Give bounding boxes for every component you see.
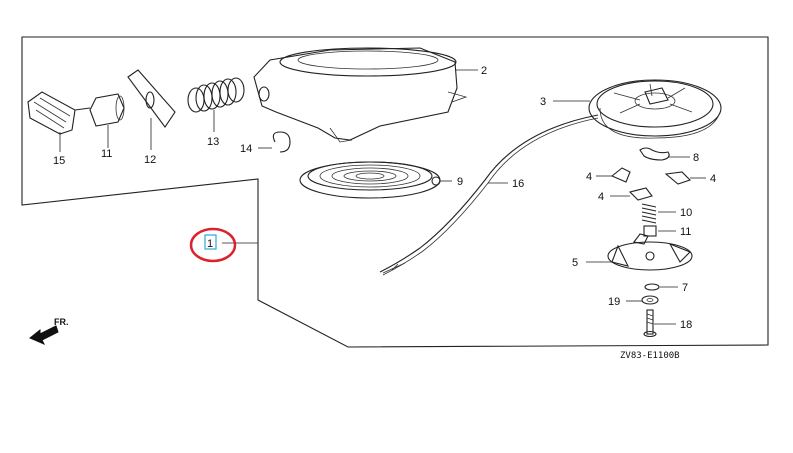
callout-1-highlight[interactable]: 1 <box>189 227 237 263</box>
callout-13: 13 <box>207 136 219 148</box>
front-direction-indicator: FR. <box>29 317 69 345</box>
callout-9: 9 <box>457 176 463 188</box>
callout-4-lower: 4 <box>598 191 604 203</box>
handle-plate <box>127 69 176 128</box>
callout-15: 15 <box>53 155 65 167</box>
callout-18: 18 <box>680 319 692 331</box>
friction-spring <box>641 203 657 224</box>
spring-collar <box>643 225 657 237</box>
callout-8: 8 <box>693 152 699 164</box>
starter-handle <box>27 91 91 135</box>
callout-4-right: 4 <box>710 173 716 185</box>
drawing-code: ZV83-E1100B <box>620 351 680 361</box>
nut <box>641 295 659 305</box>
starter-cover <box>253 47 468 143</box>
ratchet-spring <box>639 147 670 161</box>
coil-spring <box>187 77 245 113</box>
ratchet-right <box>664 171 692 185</box>
callout-12: 12 <box>144 154 156 166</box>
callout-16: 16 <box>512 178 524 190</box>
bolt <box>643 309 657 338</box>
callout-10: 11 <box>680 226 691 238</box>
ratchet-left <box>610 167 631 183</box>
callout-1: 1 <box>207 238 213 250</box>
direction-label: FR. <box>54 317 69 327</box>
arrow-icon <box>29 325 59 345</box>
starter-pulley <box>588 79 722 139</box>
recoil-spring <box>299 161 441 199</box>
setting-clip <box>272 131 291 153</box>
highlight-box <box>204 234 217 250</box>
handle-grip <box>89 93 125 127</box>
friction-plate <box>607 233 693 271</box>
washer <box>644 283 660 291</box>
callout-3: 3 <box>540 96 546 108</box>
assembly-boundary <box>21 36 769 348</box>
callout-7: 7 <box>682 282 688 294</box>
callout-5: 5 <box>572 257 578 269</box>
callout-4-left: 4 <box>586 171 592 183</box>
callout-6: 10 <box>680 207 692 219</box>
callout-2: 2 <box>481 65 487 77</box>
callout-14: 14 <box>240 143 252 155</box>
ratchet-lower <box>628 187 653 201</box>
callout-11: 11 <box>101 148 112 160</box>
starter-rope <box>379 114 599 276</box>
highlight-circle <box>189 227 237 263</box>
callout-19: 19 <box>608 296 620 308</box>
